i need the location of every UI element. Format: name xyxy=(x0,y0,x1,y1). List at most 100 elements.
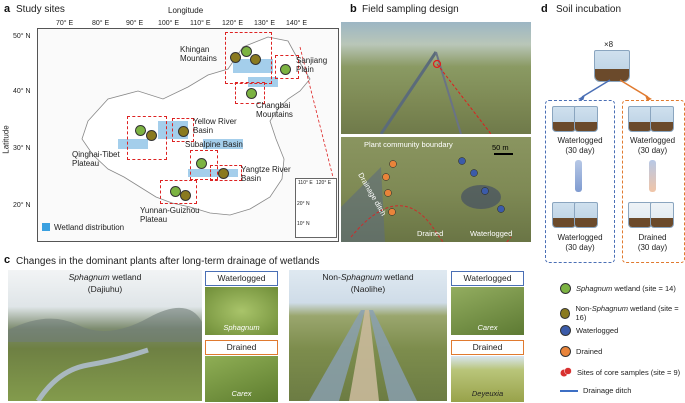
legend-sphagnum: Sphagnum wetland (site = 14) xyxy=(560,283,676,294)
inset-tick: 120° E xyxy=(316,180,332,186)
left-site-title: Sphagnum wetland xyxy=(8,272,202,282)
incubation-jar xyxy=(650,202,674,228)
inset-tick: 20° N xyxy=(297,201,310,207)
legend-non-sphagnum: Non-Sphagnum wetland (site = 16) xyxy=(560,304,685,322)
drained-badge: Drained xyxy=(205,340,278,355)
deyeuxia-photo xyxy=(451,356,524,402)
drained-label: Drained xyxy=(417,229,444,238)
qinghai-box xyxy=(127,116,167,160)
inset-tick: 110° E xyxy=(298,180,313,186)
lon-tick: 120° E xyxy=(222,20,244,27)
drained-badge: Drained xyxy=(451,340,524,355)
legend-waterlogged-label: Waterlogged xyxy=(576,326,619,335)
incubation-jar xyxy=(628,202,652,228)
panel-a-title: Study sites xyxy=(16,4,65,15)
legend-non-sphagnum-label: Non-Sphagnum wetland (site = 16) xyxy=(575,304,685,322)
region-label: Sanjiang Plain xyxy=(296,56,328,74)
right-site-title: Non-Sphagnum wetland xyxy=(289,272,447,282)
site-marker xyxy=(280,64,291,75)
legend-ditch-label: Drainage ditch xyxy=(583,386,632,395)
lat-tick: 30° N xyxy=(13,145,31,152)
incubation-jar xyxy=(574,106,598,132)
sphagnum-photo xyxy=(205,287,278,335)
left-site-title-rest: wetland xyxy=(109,272,142,282)
legend-sphagnum-label: Sphagnum wetland (site = 14) xyxy=(576,284,676,293)
aerial-detail-graphic xyxy=(341,153,513,242)
lon-tick: 110° E xyxy=(190,20,211,27)
site-marker xyxy=(241,46,252,57)
drained-marker xyxy=(560,346,571,357)
lon-tick: 140° E xyxy=(286,20,308,27)
right-site-title-prefix: Non- xyxy=(322,272,341,282)
multiplier-label: ×8 xyxy=(604,40,614,49)
region-label: Subalpine Basin xyxy=(185,140,243,149)
left-site-title-italic: Sphagnum xyxy=(68,272,110,282)
latitude-axis-label: Latitude xyxy=(1,125,11,154)
legend-waterlogged: Waterlogged xyxy=(560,325,618,336)
species-label: Carex xyxy=(231,389,252,398)
legend-cores-label: Sites of core samples (site = 9) xyxy=(577,367,681,377)
naolihe-photo xyxy=(289,270,447,401)
dajiuhu-graphic xyxy=(8,307,202,401)
panel-b-title: Field sampling design xyxy=(362,4,459,15)
panel-b-letter: b xyxy=(350,3,357,15)
lon-tick: 100° E xyxy=(158,20,180,27)
source-jar xyxy=(594,50,630,82)
site-marker xyxy=(218,168,229,179)
dajiuhu-photo xyxy=(8,270,202,401)
species-label: Deyeuxia xyxy=(471,389,504,398)
group-label: Waterlogged xyxy=(629,136,676,145)
yellow-river-box xyxy=(172,118,194,142)
lat-tick: 40° N xyxy=(13,88,31,95)
legend-sphagnum-italic: Sphagnum xyxy=(576,284,613,293)
changbai-box xyxy=(235,82,265,104)
lon-tick: 130° E xyxy=(254,20,276,27)
region-label: Yellow River Basin xyxy=(193,117,237,135)
incubation-jar xyxy=(574,202,598,228)
species-label: Sphagnum xyxy=(223,323,260,332)
incubation-jar xyxy=(552,202,576,228)
panel-a-letter: a xyxy=(4,3,11,15)
legend-sphagnum-rest: wetland (site = 14) xyxy=(612,284,676,293)
source-soil xyxy=(595,69,629,81)
legend-non-prefix: Non- xyxy=(575,304,592,313)
lon-tick: 90° E xyxy=(126,20,144,27)
right-site-title-rest: wetland xyxy=(381,272,414,282)
legend-drained: Drained xyxy=(560,346,602,357)
legend-non-italic: Sphagnum xyxy=(591,304,629,313)
lon-tick: 70° E xyxy=(56,20,74,27)
region-label: Khingan Mountains xyxy=(180,45,217,63)
non-sphagnum-marker xyxy=(560,307,571,319)
site-marker xyxy=(196,158,207,169)
sanjiang-box xyxy=(275,55,299,79)
left-site-subtitle: (Dajiuhu) xyxy=(87,284,123,294)
lat-tick: 20° N xyxy=(13,202,31,209)
waterlogged-badge: Waterlogged xyxy=(451,271,524,286)
group-label-duration: (30 day) xyxy=(565,146,595,155)
site-marker xyxy=(146,130,157,141)
region-label: Yunnan-Guizhou Plateau xyxy=(140,206,200,224)
legend-drained-label: Drained xyxy=(576,347,603,356)
incubation-jar xyxy=(650,106,674,132)
region-label: Changbai Mountains xyxy=(256,101,293,119)
species-label: Carex xyxy=(477,323,498,332)
sphagnum-marker xyxy=(560,283,571,294)
aerial-overview-graphic xyxy=(379,51,492,134)
group-label: Drained xyxy=(638,233,667,242)
ditch-line-marker xyxy=(560,389,578,392)
wetland-legend-swatch xyxy=(42,223,50,231)
core-sample-icon xyxy=(560,367,572,377)
continuation-bar-drained xyxy=(649,160,656,192)
group-label-duration: (30 day) xyxy=(637,243,668,252)
waterlogged-group-box xyxy=(545,100,615,263)
inset-tick: 10° N xyxy=(297,221,310,227)
incubation-jar xyxy=(628,106,652,132)
right-site-title-italic: Sphagnum xyxy=(340,272,382,282)
carex-photo-right xyxy=(451,287,524,335)
region-label: Yangtze River Basin xyxy=(241,165,291,183)
boundary-label: Plant community boundary xyxy=(364,140,453,149)
naolihe-graphic xyxy=(309,310,417,401)
panel-c-letter: c xyxy=(4,254,11,266)
khingan-box xyxy=(225,32,272,84)
yunnan-box xyxy=(160,180,197,204)
